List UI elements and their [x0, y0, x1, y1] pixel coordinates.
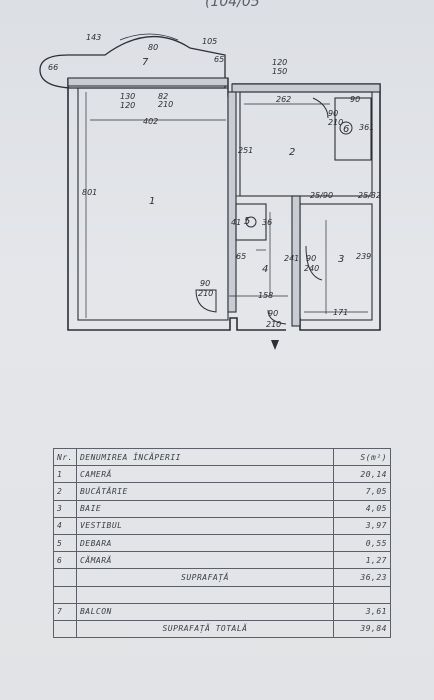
room-2-outline [239, 91, 373, 197]
dim-label: 150 [272, 67, 288, 76]
row-index [53, 619, 77, 638]
row-name: BAIE [75, 499, 334, 518]
dim-label: 143 [86, 33, 102, 42]
dim-label: 120 [120, 101, 136, 110]
dim-label: 90 [306, 254, 317, 263]
row-index: 7 [53, 602, 77, 621]
room-number-3: 3 [338, 254, 345, 265]
row-value: 1,27 [332, 551, 392, 570]
dim-label: 80 [148, 43, 159, 52]
dim-label: 90 [350, 95, 361, 104]
row-name: BUCĂTĂRIE [75, 482, 334, 501]
row-value: S(m²) [332, 447, 392, 467]
row-name: CĂMARĂ [75, 551, 334, 570]
row-value [332, 585, 392, 604]
dim-label: 240 [304, 264, 320, 273]
row-index [53, 568, 77, 587]
dim-label: 210 [158, 100, 174, 109]
row-value: 3,61 [332, 602, 392, 621]
dim-label: 402 [143, 117, 159, 126]
dim-label: 36 [262, 218, 273, 227]
dim-label: 25/90 [310, 191, 334, 200]
dim-label: 65 [236, 252, 247, 261]
row-index: Nr. [53, 447, 77, 467]
row-index: 1 [53, 465, 77, 484]
dim-label: 25/32 [358, 191, 382, 200]
dim-label: 105 [202, 37, 218, 46]
floor-plan-drawing [39, 33, 381, 350]
balcony-outline [39, 35, 226, 89]
dim-label: 262 [276, 95, 292, 104]
row-name [75, 585, 334, 604]
row-value: 39,84 [332, 619, 392, 638]
room-number-4: 4 [262, 264, 269, 275]
row-name: BALCON [75, 602, 334, 621]
table-row [53, 585, 392, 604]
dim-label: 171 [333, 308, 349, 317]
dim-label: 158 [258, 291, 274, 300]
dim-label: 210 [328, 118, 344, 127]
room-number-1: 1 [149, 196, 156, 207]
row-value: 20,14 [332, 465, 392, 484]
row-value: 4,05 [332, 499, 392, 518]
room-number-7: 7 [142, 57, 149, 68]
row-name: DEBARA [75, 533, 334, 553]
top-annotation: (104/05 [205, 0, 260, 10]
row-name: VESTIBUL [75, 516, 334, 535]
row-index: 2 [53, 482, 77, 501]
dim-label: 65 [214, 55, 225, 64]
dim-label: 251 [238, 146, 254, 155]
row-index: 4 [53, 516, 77, 535]
outer-wall-left-bottom [67, 78, 286, 331]
row-value: 7,05 [332, 482, 392, 501]
dim-label: 90 [328, 109, 339, 118]
dim-label: 130 [120, 92, 136, 101]
row-name: CAMERĂ [75, 465, 334, 484]
row-index: 3 [53, 499, 77, 518]
dim-label: 90 [268, 309, 279, 318]
row-value: 36,23 [332, 568, 392, 587]
outer-wall-right [232, 83, 381, 331]
room-5-outline [235, 203, 267, 241]
row-index [53, 585, 77, 604]
dim-label: 801 [82, 188, 98, 197]
row-name: SUPRAFAȚĂ TOTALĂ [75, 619, 334, 638]
row-index: 5 [53, 533, 77, 553]
dim-label: 239 [356, 252, 372, 261]
dim-label: 241 [284, 254, 300, 263]
room-number-2: 2 [289, 147, 296, 158]
dim-label: 210 [266, 320, 282, 329]
row-name: DENUMIREA ÎNCĂPERII [75, 447, 334, 467]
room-number-5: 5 [244, 216, 251, 227]
row-index: 6 [53, 551, 77, 570]
dim-label: 361 [359, 123, 375, 132]
room-4-outline [236, 195, 301, 290]
room-number-6: 6 [343, 124, 350, 135]
dim-label: 82 [158, 92, 169, 101]
dim-label: 120 [272, 58, 288, 67]
dim-label: 90 [200, 279, 211, 288]
row-value: 3,97 [332, 516, 392, 535]
room-6-outline [334, 97, 372, 161]
row-name: SUPRAFAȚĂ [75, 568, 334, 587]
dim-label: 210 [198, 289, 214, 298]
row-value: 0,55 [332, 533, 392, 553]
dim-label: 66 [48, 63, 59, 72]
dim-label: 41 [231, 218, 242, 227]
